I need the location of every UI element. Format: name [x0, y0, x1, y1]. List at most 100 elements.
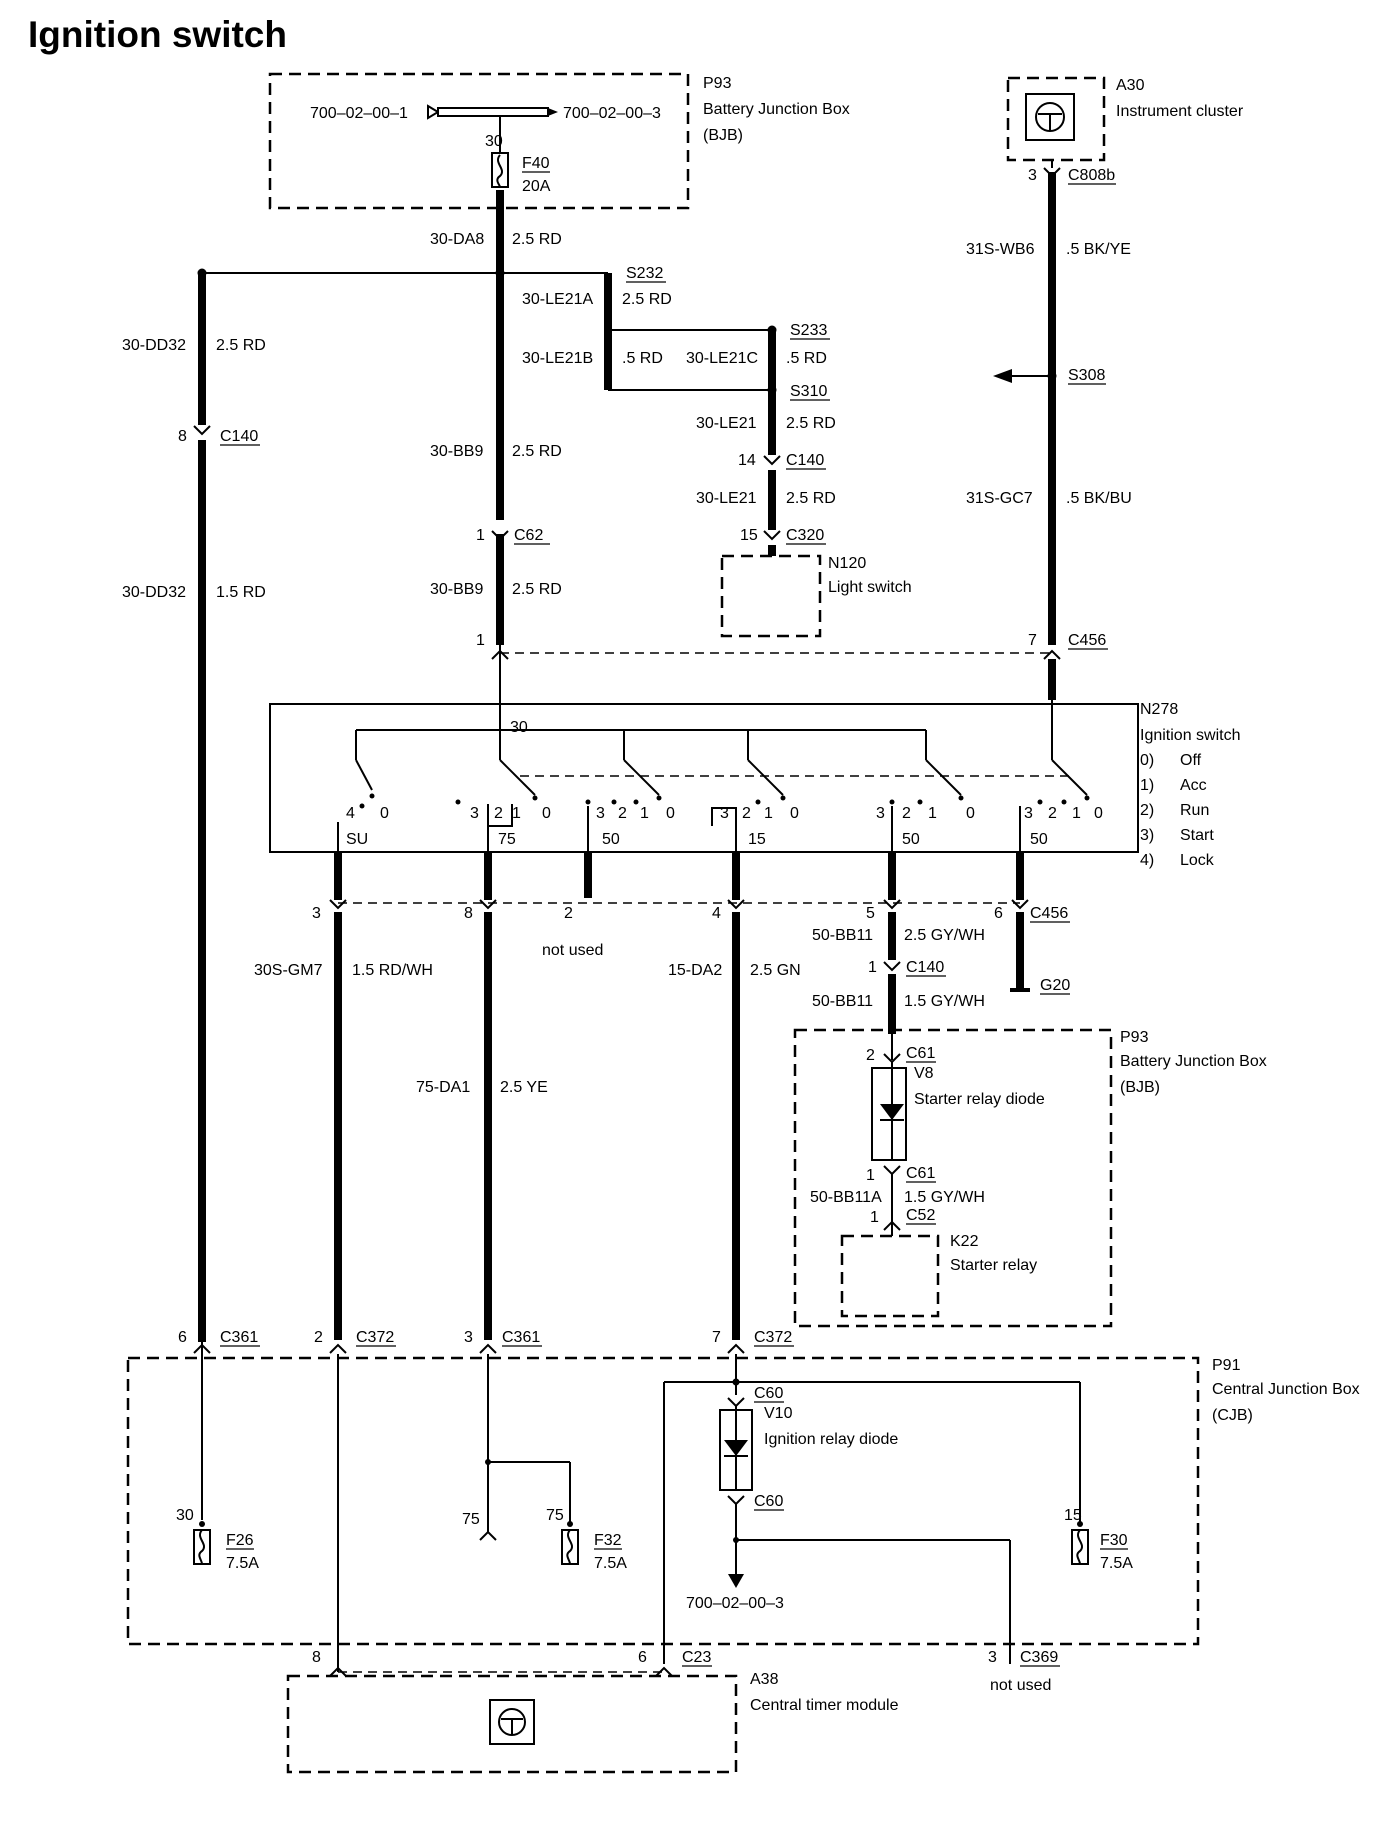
- wire-30-dd32-2-spec: 1.5 RD: [216, 584, 266, 601]
- wire-30s-gm7-code: 30S-GM7: [254, 962, 323, 979]
- fuse-f30: [1071, 1529, 1089, 1565]
- c456-b-pin6: 6: [994, 905, 1003, 922]
- switch-group-6: 3 2 1 0: [1024, 795, 1103, 822]
- c361-left-id: C361: [220, 1329, 258, 1346]
- s232-node: [495, 268, 505, 278]
- n120-light-switch: N120 Light switch: [720, 554, 912, 638]
- c62-id: C62: [514, 527, 543, 544]
- a30-module-symbol: [1025, 93, 1075, 141]
- c456-b-pin8-icon: [479, 899, 497, 910]
- n278-pos0-num: 0): [1140, 752, 1154, 769]
- c52-pin: 1: [870, 1209, 879, 1226]
- wire-30-le21-2-code: 30-LE21: [696, 490, 757, 507]
- wire-75-da1-spec: 2.5 YE: [500, 1079, 548, 1096]
- n278-name: Ignition switch: [1140, 727, 1241, 744]
- out-label-50a: 50: [602, 831, 620, 848]
- c62-connector-icon: [491, 530, 509, 541]
- n278-pos1-num: 1): [1140, 777, 1154, 794]
- v8-id: V8: [914, 1065, 934, 1082]
- wire-31s-gc7-code: 31S-GC7: [966, 490, 1033, 507]
- ref-700-arrow-icon: [728, 1574, 744, 1588]
- c456-top-pin1-icon: [491, 649, 509, 660]
- wire-30-bb9-2-spec: 2.5 RD: [512, 581, 562, 598]
- c61-bot-icon: [883, 1165, 901, 1176]
- c140-mid-connector-icon: [763, 455, 781, 466]
- c456-b-pin6-icon: [1011, 899, 1029, 910]
- steering-wheel-icon: [1035, 102, 1065, 132]
- switch-group-1: 4 0: [346, 793, 389, 822]
- c456-top-id: C456: [1068, 632, 1106, 649]
- contact-5-0: 0: [966, 805, 975, 822]
- splice-s308: S308: [1068, 367, 1105, 384]
- a38-steering-wheel-icon: [498, 1708, 526, 1736]
- fuse-f26: [193, 1529, 211, 1565]
- c61-top-pin: 2: [866, 1047, 875, 1064]
- c369-id: C369: [1020, 1649, 1058, 1666]
- c320-pin: 15: [740, 527, 758, 544]
- c62-pin: 1: [476, 527, 485, 544]
- n120-id: N120: [828, 555, 866, 572]
- a38-name: Central timer module: [750, 1697, 899, 1714]
- c140-left-pin: 8: [178, 428, 187, 445]
- f26-rating: 7.5A: [226, 1555, 259, 1572]
- wire-30s-gm7-spec: 1.5 RD/WH: [352, 962, 433, 979]
- c456-b-pin3-icon: [329, 899, 347, 910]
- f32-id: F32: [594, 1532, 622, 1549]
- c456-b-pin3: 3: [312, 905, 321, 922]
- p93-top-abbr: (BJB): [703, 127, 743, 144]
- contact-4-3: 3: [720, 805, 729, 822]
- c61-bot-pin: 1: [866, 1167, 875, 1184]
- v8-diode-icon: [880, 1104, 904, 1120]
- splice-s310: S310: [790, 383, 827, 400]
- k22-starter-relay: [840, 1234, 940, 1318]
- c456-b-pin2: 2: [564, 905, 573, 922]
- c456-b-pin5: 5: [866, 905, 875, 922]
- wire-50-bb11a-spec: 1.5 GY/WH: [904, 1189, 985, 1206]
- p93-ref-right: 700–02–00–3: [563, 105, 661, 122]
- p93-battery-junction-box-top: P93 Battery Junction Box (BJB) 700–02–00…: [268, 72, 850, 210]
- not-used-label-top: not used: [542, 942, 603, 959]
- c456-b-pin8: 8: [464, 905, 473, 922]
- out-label-75: 75: [498, 831, 516, 848]
- switch-group-2: 3 2 1 0: [455, 795, 551, 827]
- a30-instrument-cluster: A30 Instrument cluster: [1006, 76, 1244, 162]
- n278-pos3-num: 3): [1140, 827, 1154, 844]
- n278-ignition-switch: N278 Ignition switch 0) Off 1) Acc 2) Ru…: [269, 701, 1241, 869]
- wire-30-dd32-1-code: 30-DD32: [122, 337, 186, 354]
- contact-3-3: 3: [596, 805, 605, 822]
- p93-lower-id: P93: [1120, 1029, 1149, 1046]
- wire-30-le21-1-code: 30-LE21: [696, 415, 757, 432]
- c372-left-pin: 2: [314, 1329, 323, 1346]
- wire-50-bb11-1-code: 50-BB11: [812, 927, 873, 944]
- switch-group-5: 3 2 1 0: [876, 795, 975, 822]
- c372-left-id: C372: [356, 1329, 394, 1346]
- wire-30-da8-spec: 2.5 RD: [512, 231, 562, 248]
- p91-id: P91: [1212, 1357, 1241, 1374]
- c60-bot-id: C60: [754, 1493, 783, 1510]
- contact-2-3: 3: [470, 805, 479, 822]
- fuse-f32: [561, 1529, 579, 1565]
- contact-5-1: 1: [928, 805, 937, 822]
- n278-terminal-30: 30: [510, 719, 528, 736]
- c372-right-icon: [727, 1343, 745, 1354]
- ground-g20-label: G20: [1040, 977, 1070, 994]
- c23-pin6: 6: [638, 1649, 647, 1666]
- contact-4-2: 2: [742, 805, 751, 822]
- contact-3-0: 0: [666, 805, 675, 822]
- c23-pin8-icon: [329, 1666, 347, 1677]
- wire-50-bb11-1-spec: 2.5 GY/WH: [904, 927, 985, 944]
- wire-30-le21a-spec: 2.5 RD: [622, 291, 672, 308]
- wire-30-le21c-code: 30-LE21C: [686, 350, 758, 367]
- out-label-50b: 50: [902, 831, 920, 848]
- p93-battery-junction-box-lower: P93 Battery Junction Box (BJB) 2 C61 V8 …: [793, 1028, 1267, 1328]
- contact-3-1: 1: [640, 805, 649, 822]
- c456-b-id: C456: [1030, 905, 1068, 922]
- c361-left-pin: 6: [178, 1329, 187, 1346]
- c361-mid-pin: 3: [464, 1329, 473, 1346]
- wire-15-da2-spec: 2.5 GN: [750, 962, 801, 979]
- c372-left-icon: [329, 1343, 347, 1354]
- c140-left-id: C140: [220, 428, 258, 445]
- c456-top-pin1: 1: [476, 632, 485, 649]
- p93-ref-left: 700–02–00–1: [310, 105, 408, 122]
